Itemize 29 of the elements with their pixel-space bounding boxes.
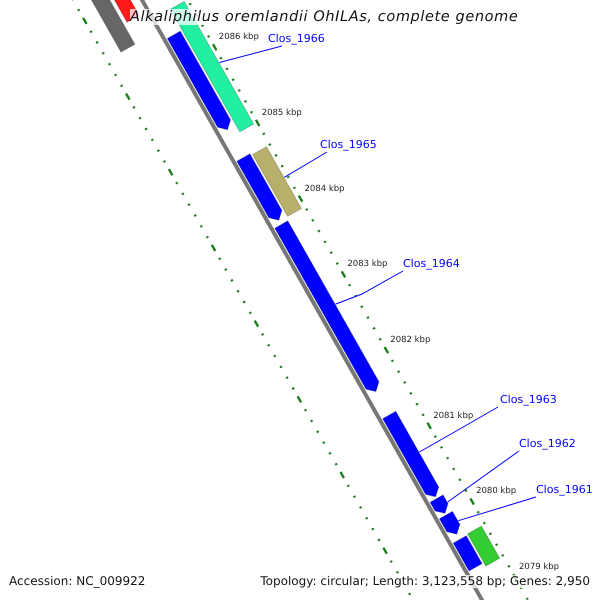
- gene-feature: [452, 535, 483, 572]
- gene-label: Clos_1966: [268, 33, 325, 46]
- scale-label: 2081 kbp: [433, 412, 474, 422]
- gene-feature: [429, 494, 449, 514]
- scale-label: 2080 kbp: [476, 487, 516, 497]
- gene-feature: [252, 146, 302, 217]
- accession-text: Accession: NC_009922: [9, 575, 146, 588]
- gene-label: Clos_1962: [519, 438, 576, 450]
- leader-line: [335, 270, 404, 305]
- gene-label: Clos_1964: [403, 258, 460, 270]
- genome-info-text: Topology: circular; Length: 3,123,558 bp; Genes: 2,950: [260, 575, 590, 588]
- gene-feature: [236, 153, 282, 221]
- title: Alkaliphilus oremlandii OhILAs, complete genome: [130, 9, 518, 25]
- leader-line: [218, 46, 282, 63]
- leader-line: [284, 152, 328, 178]
- scale-label: 2084 kbp: [304, 184, 345, 194]
- scale-label: 2085 kbp: [262, 109, 302, 118]
- scale-label: 2079 kbp: [519, 563, 560, 572]
- leader-line: [418, 406, 498, 452]
- gene-feature: [438, 510, 460, 535]
- scale-label: 2083 kbp: [347, 260, 388, 270]
- leader-line: [458, 496, 536, 522]
- scale-label: 2082 kbp: [390, 336, 430, 346]
- gene-feature: [466, 525, 500, 567]
- gene-label: Clos_1963: [500, 394, 557, 406]
- leader-line: [447, 450, 520, 502]
- scale-label: 2086 kbp: [218, 33, 259, 43]
- gene-label: Clos_1965: [320, 139, 377, 152]
- gene-label: Clos_1961: [536, 484, 593, 496]
